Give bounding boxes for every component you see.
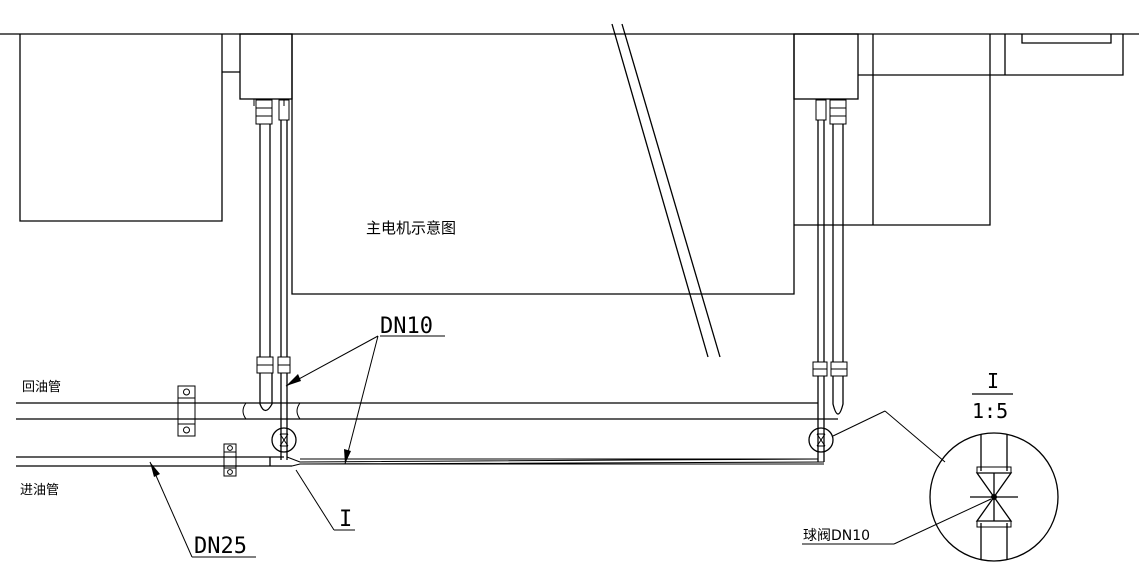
dn25-leader [149, 461, 256, 558]
detail-view [929, 432, 1059, 562]
motor-outline [291, 34, 795, 295]
detail-i-leader [295, 469, 355, 531]
right-bearing-housing [793, 33, 859, 100]
right-valve-marker [808, 427, 834, 453]
right-vertical-pipes [812, 99, 848, 462]
ball-valve-leader [802, 498, 992, 545]
supply-pipe-clamp [223, 443, 237, 477]
return-pipe-clamp [177, 385, 196, 437]
supply-oil-pipe [16, 456, 825, 467]
motor-label: 主电机示意图 [366, 219, 456, 237]
detail-leader [832, 410, 946, 463]
dn10-label: DN10 [380, 314, 433, 339]
detail-i-mark: I [339, 507, 352, 532]
slanted-shaft-b [621, 23, 721, 358]
left-vertical-pipes [255, 99, 291, 460]
supply-pipe-label: 进油管 [20, 483, 59, 498]
detail-scale: 1:5 [972, 399, 1008, 423]
left-block [19, 34, 223, 222]
return-oil-pipe [16, 402, 838, 420]
left-valve-marker [271, 427, 297, 453]
detail-title: I [987, 369, 999, 393]
left-bearing-housing [239, 33, 293, 100]
dn10-leader [285, 335, 445, 465]
ball-valve-label-cn: 球阀DN10 [803, 528, 870, 544]
slanted-shaft-a [611, 23, 709, 358]
dn25-label: DN25 [194, 534, 247, 559]
return-pipe-label: 回油管 [22, 380, 61, 395]
